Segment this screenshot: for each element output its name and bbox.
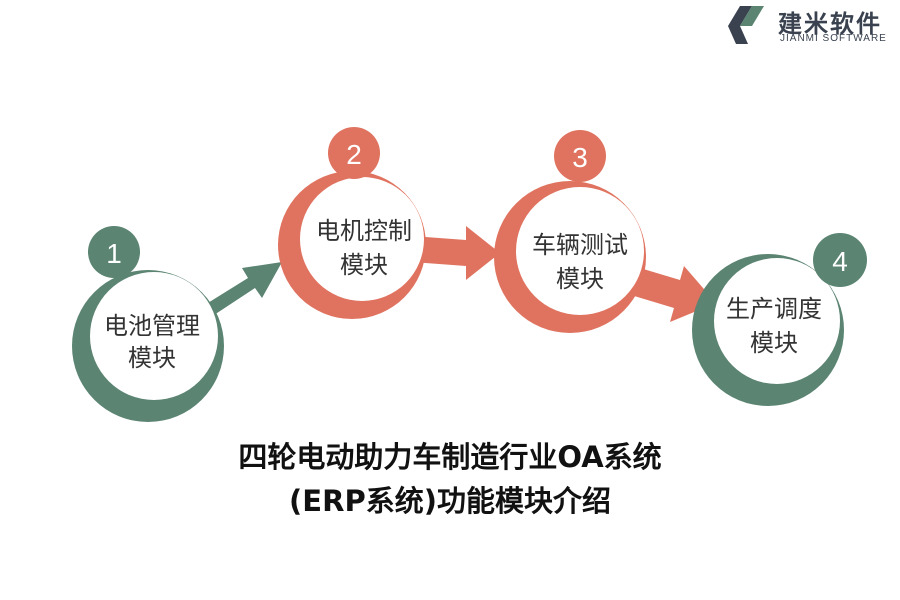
step-2-badge <box>328 127 380 179</box>
step-4-badge <box>813 233 867 287</box>
brand-logo: 建米软件 JIANMI SOFTWARE <box>724 4 900 46</box>
step-node-1: 1 电池管理 模块 <box>72 226 224 422</box>
step-4-title-line2: 模块 <box>750 329 798 357</box>
step-3-title-line1: 车辆测试 <box>532 231 628 259</box>
page-title-line2: (ERP系统)功能模块介绍 <box>289 484 611 518</box>
step-3-title-line2: 模块 <box>556 265 604 293</box>
logo-name-en: JIANMI SOFTWARE <box>780 33 887 44</box>
logo-mark-icon <box>728 6 764 44</box>
step-1-number: 1 <box>106 238 122 269</box>
step-1-badge <box>88 226 140 278</box>
step-1-title-line1: 电池管理 <box>104 312 200 340</box>
step-1-title-line2: 模块 <box>128 344 176 372</box>
step-node-3: 3 车辆测试 模块 <box>494 130 646 333</box>
step-4-number: 4 <box>832 246 848 277</box>
arrow-2-to-3 <box>412 226 500 280</box>
logo-name-cn: 建米软件 <box>778 10 882 38</box>
page-title-line1: 四轮电动助力车制造行业OA系统 <box>238 440 662 474</box>
step-2-number: 2 <box>346 139 362 170</box>
step-node-2: 2 电机控制 模块 <box>278 127 426 319</box>
step-2-title-line2: 模块 <box>340 251 388 279</box>
arrow-1-to-2 <box>203 262 282 317</box>
step-3-number: 3 <box>572 142 588 173</box>
step-2-title-line1: 电机控制 <box>316 217 412 245</box>
step-4-title-line1: 生产调度 <box>726 295 822 323</box>
step-3-badge <box>554 130 606 182</box>
step-node-4: 4 生产调度 模块 <box>692 233 867 406</box>
